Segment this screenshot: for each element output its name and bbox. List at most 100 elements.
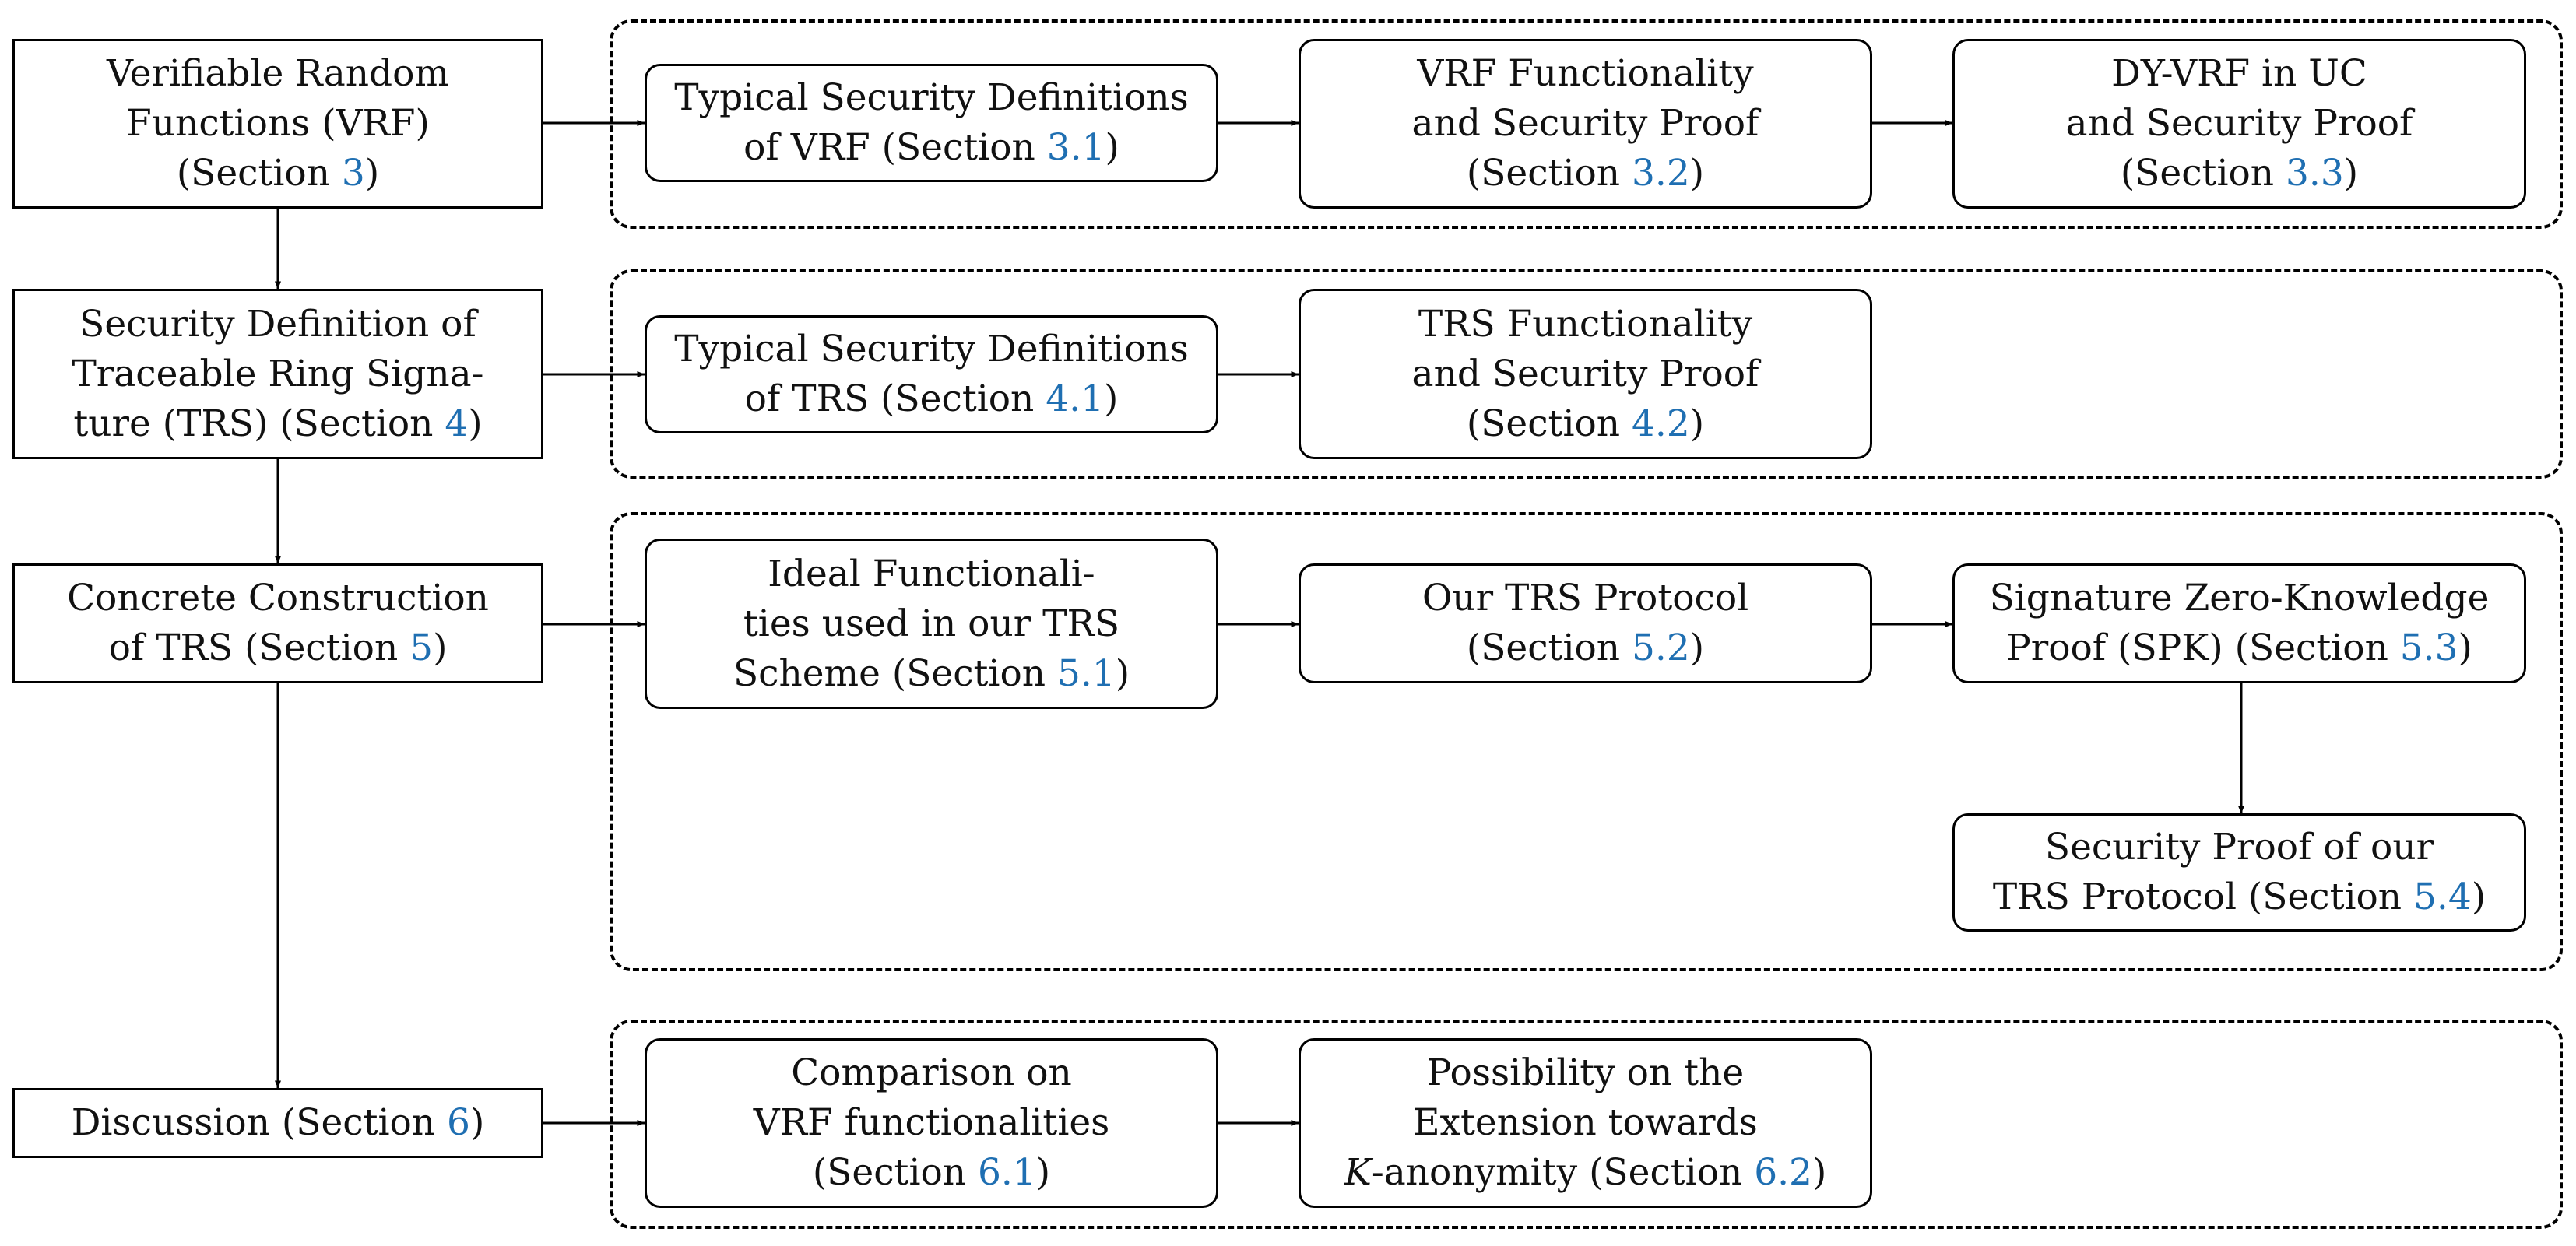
- node-text-line: Typical Security Definitions: [674, 325, 1189, 374]
- section-reference-link[interactable]: 3.2: [1632, 152, 1690, 195]
- node-text: TRS Protocol (Section: [1992, 876, 2414, 918]
- vrf-group: [610, 19, 2563, 229]
- node-text: Extension towards: [1413, 1101, 1758, 1144]
- node-text-line: VRF Functionality: [1417, 49, 1753, 99]
- node-text: ): [1812, 1151, 1827, 1194]
- node-text: Our TRS Protocol: [1422, 577, 1749, 619]
- node-text: of TRS (Section: [108, 627, 410, 669]
- node-text: VRF Functionality: [1417, 52, 1754, 95]
- node-text: ): [1104, 377, 1119, 420]
- node-text-line: Extension towards: [1413, 1098, 1758, 1148]
- node-text-line: (Section 3.2): [1467, 149, 1704, 198]
- section-reference-link[interactable]: 6: [447, 1101, 470, 1144]
- section-reference-link[interactable]: 3: [341, 152, 365, 195]
- node-text-line: Functions (VRF): [126, 99, 430, 149]
- discussion-group: [610, 1020, 2563, 1229]
- node-text: Possibility on the: [1426, 1051, 1745, 1094]
- node-text: (Section: [1466, 152, 1632, 195]
- node-text: ): [364, 152, 380, 195]
- node-text: ): [1105, 126, 1119, 169]
- node-text-line: (Section 3.3): [2121, 149, 2358, 198]
- node-text: DY-VRF in UC: [2111, 52, 2367, 95]
- node-text-line: (Section 3): [177, 149, 379, 198]
- node-text-line: DY-VRF in UC: [2111, 49, 2367, 99]
- node-text-line: Security Proof of our: [2045, 823, 2434, 872]
- node-text: (Section: [812, 1151, 978, 1194]
- node-text-line: ties used in our TRS: [743, 599, 1119, 649]
- section-reference-link[interactable]: 3.3: [2286, 152, 2344, 195]
- node-text-line: K-anonymity (Section 6.2): [1344, 1148, 1827, 1198]
- node-text: Traceable Ring Signa-: [72, 352, 484, 395]
- node-text: Verifiable Random: [107, 52, 449, 95]
- node-text: Ideal Functionali-: [768, 552, 1095, 595]
- section-reference-link[interactable]: 5.1: [1056, 651, 1116, 695]
- section-reference-link[interactable]: 5.4: [2413, 876, 2472, 918]
- node-text: ): [1689, 152, 1705, 195]
- node-text-line: and Security Proof: [2066, 99, 2413, 149]
- section-reference-link[interactable]: 5: [409, 627, 434, 669]
- our-trs-protocol-node: Our TRS Protocol (Section 5.2): [1299, 563, 1872, 683]
- node-text: ): [1035, 1151, 1051, 1194]
- node-text-line: Traceable Ring Signa-: [72, 349, 483, 399]
- node-text-line: (Section 6.1): [813, 1148, 1050, 1198]
- section-reference-link[interactable]: 5.2: [1632, 627, 1690, 669]
- node-text: Proof (SPK) (Section: [2006, 627, 2400, 669]
- node-text-line: and Security Proof: [1412, 349, 1759, 399]
- node-text: ): [469, 1101, 485, 1144]
- node-text-line: Verifiable Random: [107, 49, 449, 99]
- node-text: ): [1689, 402, 1705, 445]
- node-text: (Section: [1466, 627, 1632, 669]
- discussion-main-node: Discussion (Section 6): [12, 1088, 543, 1158]
- node-text: Security Proof of our: [2044, 826, 2434, 869]
- node-text: -anonymity (Section: [1371, 1151, 1755, 1194]
- node-text-line: Scheme (Section 5.1): [733, 649, 1130, 699]
- node-text: Signature Zero-Knowledge: [1989, 577, 2490, 619]
- trs-construction-group: [610, 512, 2563, 971]
- node-text-line: Ideal Functionali-: [768, 549, 1095, 599]
- node-text-line: of TRS (Section 5): [109, 623, 448, 673]
- node-text-line: Proof (SPK) (Section 5.3): [2006, 623, 2472, 673]
- node-text-line: and Security Proof: [1412, 99, 1759, 149]
- node-text: ): [468, 402, 483, 445]
- section-reference-link[interactable]: 6.1: [978, 1151, 1036, 1194]
- italic-symbol: K: [1344, 1151, 1372, 1194]
- node-text: ): [2458, 627, 2472, 669]
- node-text: ): [1689, 627, 1705, 669]
- node-text-line: of VRF (Section 3.1): [743, 123, 1119, 173]
- node-text: and Security Proof: [1411, 352, 1759, 395]
- section-reference-link[interactable]: 4: [445, 402, 469, 445]
- section-reference-link[interactable]: 5.3: [2399, 627, 2458, 669]
- section-reference-link[interactable]: 3.1: [1046, 126, 1105, 169]
- node-text-line: of TRS (Section 4.1): [745, 374, 1119, 424]
- node-text: Comparison on: [791, 1051, 1072, 1094]
- section-reference-link[interactable]: 4.2: [1632, 402, 1690, 445]
- node-text: Security Definition of: [79, 302, 476, 346]
- node-text: VRF functionalities: [753, 1101, 1110, 1144]
- trs-functionality-node: TRS Functionality and Security Proof(Sect…: [1299, 289, 1872, 459]
- node-text: TRS Functionality: [1418, 302, 1753, 346]
- node-text-line: (Section 4.2): [1467, 399, 1704, 449]
- node-text: (Section: [2120, 152, 2286, 195]
- section-reference-link[interactable]: 4.1: [1046, 377, 1104, 420]
- node-text-line: Discussion (Section 6): [72, 1098, 485, 1148]
- node-text: Concrete Construction: [67, 577, 489, 619]
- node-text-line: Signature Zero-Knowledge: [1990, 574, 2490, 623]
- section-reference-link[interactable]: 6.2: [1754, 1151, 1812, 1194]
- node-text-line: Our TRS Protocol: [1422, 574, 1748, 623]
- node-text-line: ture (TRS) (Section 4): [73, 399, 482, 449]
- node-text-line: Concrete Construction: [67, 574, 489, 623]
- node-text: ture (TRS) (Section: [73, 402, 445, 445]
- node-text: ): [1115, 651, 1130, 695]
- node-text: ): [2471, 876, 2486, 918]
- node-text: Scheme (Section: [733, 651, 1057, 695]
